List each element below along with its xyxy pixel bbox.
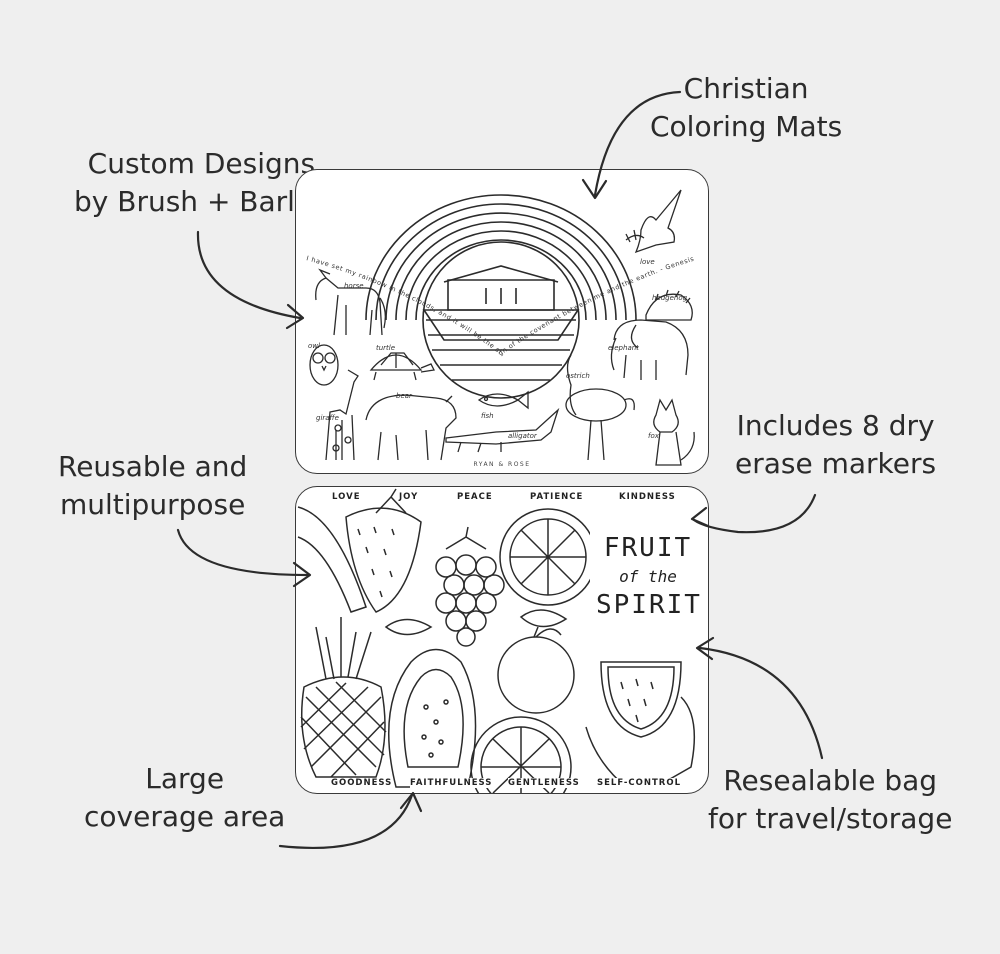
label-line: for travel/storage — [708, 802, 953, 835]
blackberry-drawing — [435, 526, 505, 647]
arrow-head-includes — [690, 506, 710, 528]
svg-text:hedgehog: hedgehog — [652, 294, 688, 302]
label-reusable: Reusable and multipurpose — [58, 448, 247, 524]
arrow-christian — [593, 90, 682, 197]
noah-ark-illustration: I have set my rainbow in the clouds, and… — [296, 170, 695, 468]
arrow-large — [278, 793, 414, 850]
arrow-custom — [196, 230, 302, 320]
svg-text:turtle: turtle — [376, 344, 395, 352]
svg-text:alligator: alligator — [508, 432, 538, 440]
label-custom-designs: Custom Designs by Brush + Barley — [74, 145, 329, 221]
svg-text:giraffe: giraffe — [316, 414, 339, 422]
dove-drawing — [625, 189, 682, 254]
label-line: Resealable bag — [723, 764, 938, 797]
label-line: Large — [145, 762, 225, 795]
fruit-of-spirit-coloring-mat: FRUIT of the SPIRIT LOVE JOY PEACE PATIE… — [295, 486, 709, 794]
label-line: Coloring Mats — [650, 110, 843, 143]
virtue-self-control: SELF-CONTROL — [597, 778, 681, 788]
arrow-includes — [692, 493, 817, 534]
title-line-fruit: FRUIT — [603, 533, 693, 563]
pineapple-drawing — [300, 617, 387, 778]
fruit-illustration — [297, 488, 700, 793]
svg-text:bear: bear — [396, 392, 413, 400]
virtue-goodness: GOODNESS — [331, 778, 393, 788]
svg-text:fish: fish — [481, 412, 494, 420]
label-line: Includes 8 dry — [736, 409, 935, 442]
virtue-joy: JOY — [399, 492, 419, 502]
virtue-gentleness: GENTLENESS — [508, 778, 580, 788]
virtue-kindness: KINDNESS — [619, 492, 676, 502]
fish-drawing — [477, 390, 529, 410]
arrow-reusable — [176, 528, 309, 577]
label-resealable-bag: Resealable bag for travel/storage — [708, 762, 952, 838]
fox-drawing — [653, 398, 695, 466]
arrow-head-christian — [581, 178, 608, 200]
orange-drawing — [497, 626, 575, 714]
strawberry-drawing — [345, 507, 422, 613]
watermelon-drawing — [600, 661, 682, 738]
ostrich-drawing — [565, 354, 635, 461]
fruit-of-spirit-title: FRUIT of the SPIRIT — [596, 533, 700, 620]
label-christian-coloring-mats: Christian Coloring Mats — [650, 70, 842, 146]
virtue-peace: PEACE — [457, 492, 493, 502]
owl-drawing — [309, 344, 339, 386]
arrow-resealable — [698, 646, 824, 760]
orange-slice-bottom-drawing — [470, 716, 572, 793]
title-line-spirit: SPIRIT — [596, 590, 702, 620]
label-large-coverage: Large coverage area — [84, 760, 285, 836]
svg-text:fox: fox — [648, 432, 660, 440]
label-line: erase markers — [735, 447, 937, 480]
brand-text: RYAN & ROSE — [473, 461, 530, 468]
label-line: multipurpose — [59, 488, 246, 521]
virtue-love: LOVE — [332, 492, 361, 502]
banana-drawing — [297, 506, 367, 613]
svg-text:ostrich: ostrich — [566, 372, 590, 380]
svg-text:owl: owl — [308, 342, 320, 350]
arrow-head-reusable — [292, 561, 312, 588]
arrow-head-resealable — [695, 636, 715, 661]
bear-drawing — [365, 394, 457, 461]
elephant-drawing — [610, 319, 689, 380]
virtue-faithfulness: FAITHFULNESS — [410, 778, 493, 788]
label-line: coverage area — [84, 800, 286, 833]
orange-slice-drawing — [499, 508, 597, 606]
label-includes-markers: Includes 8 dry erase markers — [735, 407, 936, 483]
label-line: Christian — [683, 72, 809, 105]
arrow-head-custom — [285, 303, 305, 330]
horse-drawing — [315, 268, 386, 336]
noah-ark-coloring-mat: I have set my rainbow in the clouds, and… — [295, 169, 709, 474]
alligator-drawing — [445, 407, 560, 453]
giraffe-drawing — [325, 369, 359, 461]
virtue-patience: PATIENCE — [530, 492, 584, 502]
title-line-of-the: of the — [619, 567, 677, 586]
hedgehog-drawing — [645, 289, 693, 321]
turtle-drawing — [369, 352, 435, 381]
svg-text:elephant: elephant — [608, 344, 639, 352]
svg-text:love: love — [640, 258, 655, 266]
label-line: Custom Designs — [87, 147, 316, 180]
svg-text:horse: horse — [344, 282, 364, 290]
label-line: by Brush + Barley — [74, 185, 329, 218]
arrow-head-large — [399, 791, 423, 813]
papaya-drawing — [388, 648, 477, 788]
label-line: Reusable and — [58, 450, 248, 483]
